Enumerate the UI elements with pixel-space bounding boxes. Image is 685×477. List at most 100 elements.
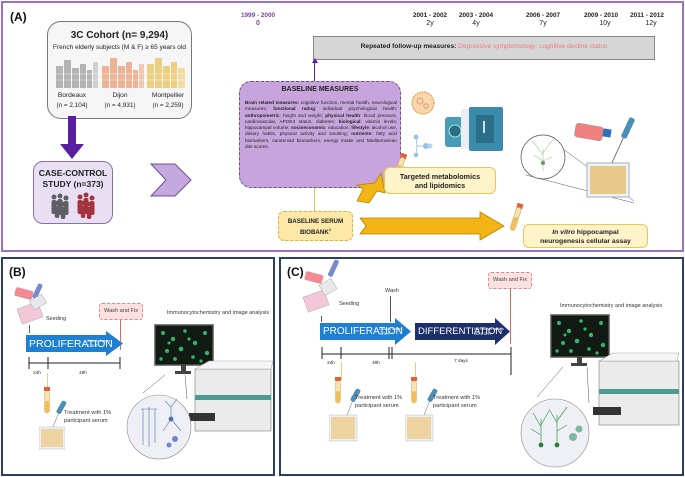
differentiation-sub: NO Growth factors NO 4-OHT: [474, 327, 504, 336]
baseline-connector-line: [314, 60, 315, 81]
targeted-metabolomics-text: Targeted metabolomics and lipidomics: [385, 172, 495, 190]
targeted-line2: and lipidomics: [414, 181, 466, 190]
seeding-label: Seeding: [339, 301, 360, 307]
serum-tube-icon: [335, 377, 341, 404]
chevron-right-icon: [149, 163, 192, 197]
down-arrow-icon: [60, 116, 84, 159]
differentiation-label: DIFFERENTIATION: [418, 326, 503, 337]
treatment-text: Treatment with 1% participant serum: [64, 410, 111, 425]
baseline-connector-arrowhead-icon: [312, 58, 318, 63]
well-plate-icon: [39, 426, 65, 450]
wash-fix-line: [510, 289, 511, 344]
tick-24h: 24h: [33, 370, 41, 375]
treatment-line2: participant serum: [355, 402, 399, 409]
proliferation-label: PROLIFERATION: [323, 326, 403, 337]
cohort-subtitle: French elderly subjects (M & F) ≥ 65 yea…: [53, 44, 186, 51]
measure-head: socioeconomic: [291, 125, 326, 131]
measure-text: : vitamin levels; hippocampal volume;: [245, 118, 397, 131]
proliferation-sub1: Growth factors: [87, 339, 111, 343]
treatment-text-1: Treatment with 1% participant serum: [355, 395, 402, 410]
wash-fix-text: Wash and Fix: [104, 308, 138, 314]
imaging-label: Immunocytochemistry and image analysis: [560, 303, 663, 309]
wash-fix-box: Wash and Fix: [99, 303, 143, 320]
timeline-year-2: 2003 - 2004: [458, 12, 494, 19]
monitor-icon: [550, 314, 610, 366]
neuron-magnifier-icon: [520, 366, 590, 468]
panel-a: (A) 3C Cohort (n= 9,294) French elderly …: [1, 1, 684, 252]
imaging-label: Immunocytochemistry and image analysis: [167, 310, 270, 316]
montpellier-skyline-icon: [147, 58, 185, 88]
followup-value: Depressive symptomology; cognitive decli…: [458, 43, 608, 50]
imaging-reader-icon: [189, 360, 274, 432]
city-skylines-icon: [54, 58, 187, 88]
lipoprotein-particle-icon: [411, 91, 435, 115]
gold-arrow-up-icon: [355, 171, 386, 204]
proliferation-sub2: 4-OHT: [87, 343, 98, 348]
measure-text: : blood pressure, cardiovascular, APOE4 …: [245, 112, 397, 124]
timeline-ruler: [321, 347, 512, 375]
treatment-line-2: [415, 362, 416, 380]
timeline-offset-5: 12y: [645, 20, 657, 27]
city-montpellier-name: Montpellier: [151, 92, 185, 99]
biobank-superscript: 1: [328, 227, 332, 232]
timeline-year-4: 2009 - 2010: [583, 12, 619, 19]
differentiation-sub1: NO Growth factors: [474, 327, 504, 331]
culture-flask-icon: [574, 122, 612, 142]
differentiation-arrow: [415, 318, 510, 345]
people-group-icon: [51, 192, 95, 219]
well-plate-icon: [329, 414, 358, 442]
wash-label: Wash: [385, 288, 399, 294]
cohort-title: 3C Cohort (n= 9,294): [70, 30, 169, 41]
treatment-apparatus-icon: [39, 387, 65, 450]
biobank-box: BASELINE SERUM BIOBANK1: [278, 211, 353, 241]
in-vitro-line2: neurogenesis cellular assay: [540, 238, 631, 245]
panel-b-label: (B): [9, 265, 26, 279]
measure-text: cognitive function, mental health, neuro…: [245, 100, 397, 112]
followup-label: Repeated follow-up measures:: [360, 43, 457, 50]
proliferation-sub: Growth factors 4-OHT: [87, 339, 110, 348]
measure-text: : individual psychological health;: [314, 106, 398, 112]
proliferation-sub: Growth factors 4-OHT: [379, 327, 402, 336]
imaging-station-icon: [126, 324, 274, 460]
treatment-line2: participant serum: [64, 417, 108, 424]
measure-text: : height and weight;: [279, 112, 326, 118]
proliferation-arrow: [26, 331, 123, 356]
well-plate-icon: [405, 414, 434, 442]
molecule-icon: [413, 134, 433, 158]
city-montpellier-n: (n = 2,259): [152, 102, 184, 109]
measure-head: nutrients: [351, 131, 372, 137]
panel-a-label: (A): [10, 10, 27, 24]
pipette-icon: [423, 388, 438, 416]
city-bordeaux-n: (n = 2,104): [56, 102, 88, 109]
wash-fix-line: [120, 320, 121, 350]
followup-text: Repeated follow-up measures: Depressive …: [314, 43, 654, 50]
timeline-offset-4: 10y: [599, 20, 611, 27]
treatment-line-1: [341, 362, 342, 380]
panel-b: (B) Seeding Wash and Fix PROLIFERATION G…: [1, 257, 275, 476]
measure-head: physical health: [325, 112, 361, 118]
timeline-offset-1: 2y: [426, 20, 434, 27]
in-vitro-assay-text: In vitro hippocampal neurogenesis cellul…: [524, 228, 647, 246]
measure-head: anthropometric: [245, 112, 280, 118]
city-dijon-n: (n = 4,931): [104, 102, 136, 109]
measure-head: biological: [338, 118, 361, 124]
imaging-reader-icon: [593, 352, 680, 426]
case-control-title: CASE-CONTROL STUDY (n=373): [34, 168, 112, 190]
mass-spectrometer-icon: [445, 107, 503, 151]
measure-text: : education;: [325, 125, 352, 131]
tick-48h: 48h: [79, 370, 87, 375]
tick-24h: 24h: [327, 360, 335, 365]
baseline-measures-title: BASELINE MEASURES: [281, 86, 359, 93]
biobank-line1: BASELINE SERUM: [287, 218, 344, 225]
treatment-line: [47, 373, 48, 389]
wash-fix-box: Wash and Fix: [488, 272, 532, 289]
measure-head: Brain related measures:: [245, 100, 300, 105]
biobank-text: BASELINE SERUM BIOBANK1: [279, 218, 352, 237]
in-vitro-line1: hippocampal: [574, 229, 619, 236]
in-vitro-italic: In vitro: [552, 229, 575, 236]
well-plate-icon: [586, 162, 630, 198]
panel-c-label: (C): [287, 265, 304, 279]
treatment-line1: Treatment with 1%: [64, 410, 112, 416]
proliferation-arrow: [320, 318, 411, 345]
timeline-year-3: 2006 - 2007: [525, 12, 561, 19]
